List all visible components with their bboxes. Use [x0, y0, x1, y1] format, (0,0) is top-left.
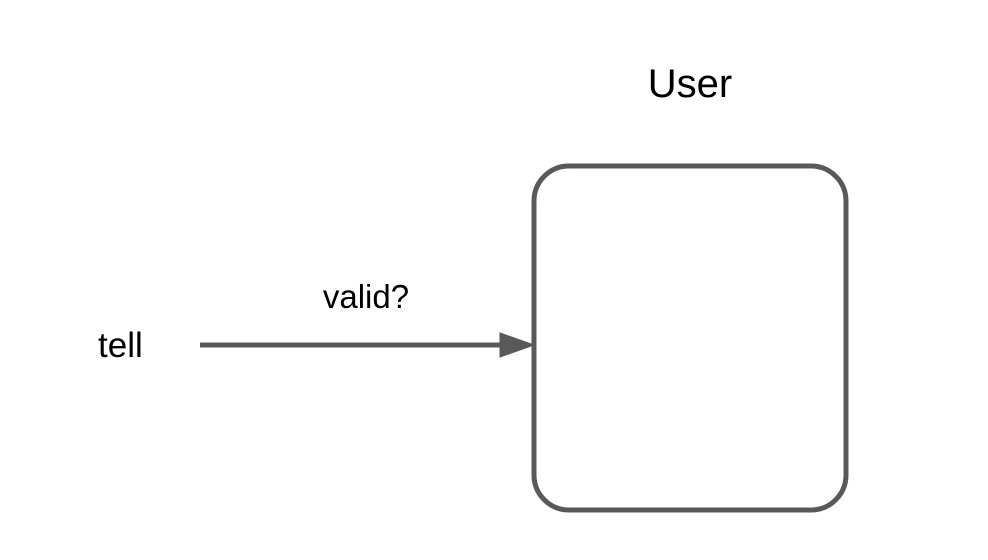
node-user-label: User	[648, 62, 732, 106]
node-user-shape[interactable]	[531, 163, 849, 513]
edge-tell-to-user-arrowhead-icon	[499, 332, 536, 358]
edge-source-label-tell: tell	[98, 326, 143, 365]
edge-label-valid: valid?	[323, 278, 409, 315]
